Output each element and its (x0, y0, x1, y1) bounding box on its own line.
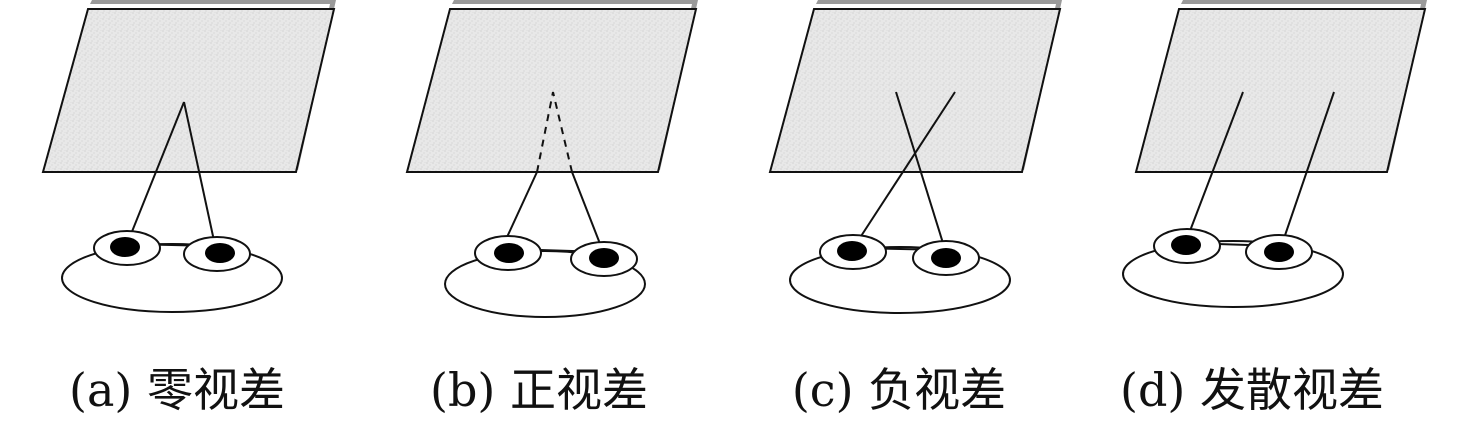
caption-positive-parallax: (b) 正视差 (430, 363, 648, 417)
right-sight-line (1279, 91, 1335, 251)
caption-negative-parallax: (c) 负视差 (791, 363, 1007, 417)
panel-c (768, 0, 1062, 314)
right-pupil (589, 248, 619, 268)
left-sight-line (851, 91, 956, 251)
left-pupil (110, 237, 140, 257)
projection-screen (405, 8, 698, 173)
right-pupil (1264, 242, 1294, 262)
right-pupil (205, 243, 235, 263)
left-pupil (837, 241, 867, 261)
panel-a (41, 0, 336, 313)
left-sight-line (1184, 91, 1244, 245)
left-pupil (494, 243, 524, 263)
caption-zero-parallax: (a) 零视差 (69, 363, 285, 417)
right-pupil (931, 248, 961, 268)
projection-screen (1134, 8, 1427, 173)
panel-b (405, 0, 698, 318)
left-sight-line-behind (536, 91, 554, 173)
left-sight-line (126, 101, 185, 245)
projection-screen (768, 8, 1062, 173)
caption-divergent-parallax: (d) 发散视差 (1120, 363, 1384, 417)
right-sight-line-behind (552, 91, 573, 173)
projection-screen (41, 8, 336, 173)
right-sight-line (895, 91, 948, 257)
right-sight-line (183, 101, 217, 251)
left-pupil (1171, 235, 1201, 255)
panel-d (1122, 0, 1427, 308)
right-sight-line (571, 171, 605, 255)
